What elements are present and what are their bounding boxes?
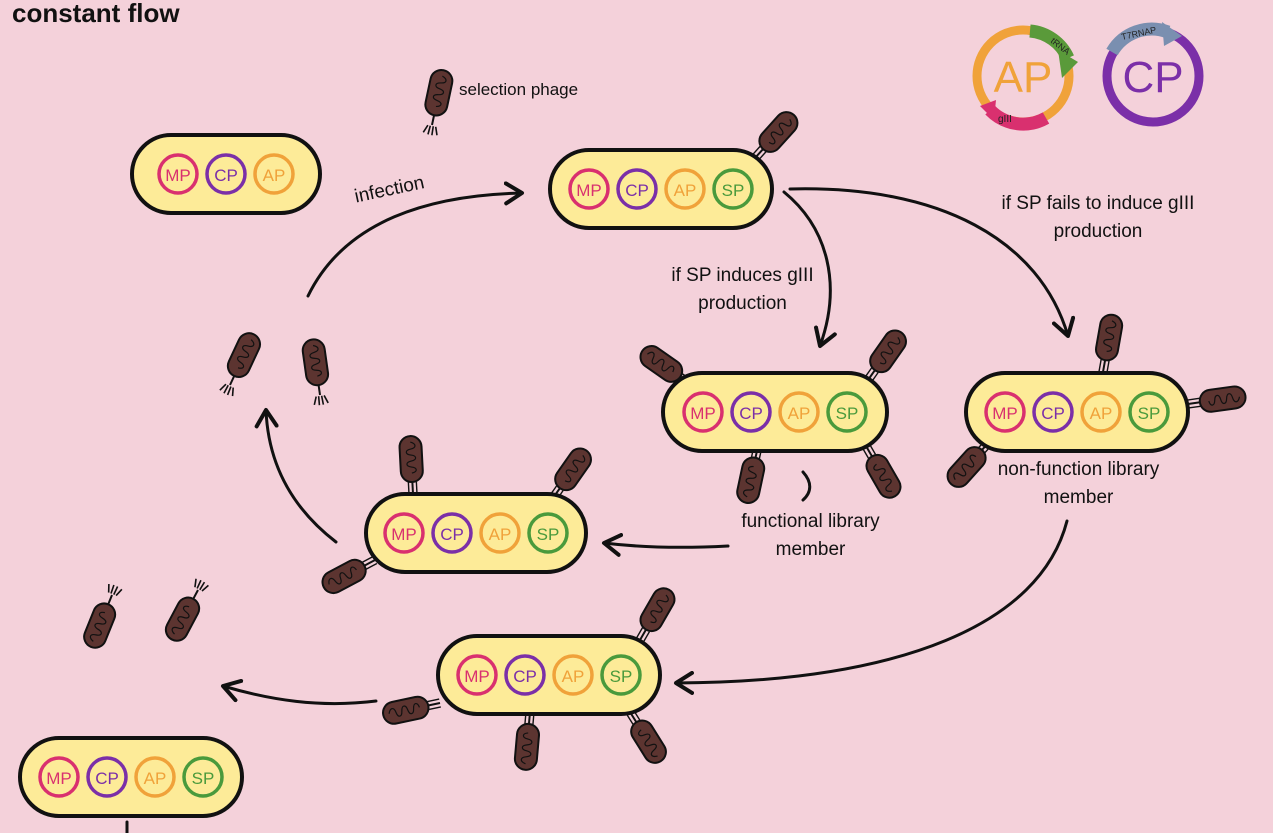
- nonfunction-arrow: [674, 519, 1069, 695]
- induce-arrow: [782, 190, 837, 348]
- attached-phage-icon: [317, 549, 382, 598]
- mp-plasmid: [568, 168, 610, 210]
- fail-arrow: [788, 187, 1076, 338]
- selection-phage-label: selection phage: [459, 80, 579, 99]
- ap-plasmid-label: AP: [1090, 404, 1113, 423]
- cp-plasmid: [1032, 391, 1074, 433]
- functional-label: functional library member: [741, 511, 880, 560]
- ap-plasmid: [253, 153, 295, 195]
- infection-arrow: [306, 181, 524, 298]
- released-phage-icon: [214, 328, 265, 400]
- cell-producing: [364, 492, 588, 574]
- attached-phage-icon: [629, 583, 680, 647]
- cp-plasmid-label: CP: [95, 769, 119, 788]
- ap-plasmid-label: AP: [489, 525, 512, 544]
- cell-washout: [18, 736, 244, 818]
- cell-functional: [661, 371, 889, 453]
- mp-plasmid-label: MP: [391, 525, 417, 544]
- functional-bracket: [801, 470, 812, 502]
- cp-plasmid-label: CP: [625, 181, 649, 200]
- ap-plasmid-label: AP: [263, 166, 286, 185]
- cp-plasmid: [86, 756, 128, 798]
- mp-plasmid: [38, 756, 80, 798]
- ap-plasmid: [778, 391, 820, 433]
- ap-plasmid: [134, 756, 176, 798]
- sp-plasmid-label: SP: [537, 525, 560, 544]
- ap-plasmid-label: AP: [788, 404, 811, 423]
- fails-label: if SP fails to induce gIII production: [1001, 193, 1195, 242]
- cp-plasmid-label: CP: [440, 525, 464, 544]
- ap-plasmid: [1080, 391, 1122, 433]
- mp-plasmid-label: MP: [46, 769, 72, 788]
- cp-plasmid: [730, 391, 772, 433]
- attached-phage-icon: [512, 710, 542, 772]
- sp-plasmid: [600, 654, 642, 696]
- cp-plasmid-label: CP: [1041, 404, 1065, 423]
- ap-plasmid: [552, 654, 594, 696]
- mp-plasmid-label: MP: [992, 404, 1018, 423]
- sp-plasmid-label: SP: [192, 769, 215, 788]
- diagram-title: constant flow: [12, 0, 180, 28]
- sp-plasmid: [712, 168, 754, 210]
- ap-legend-label: AP: [994, 53, 1053, 102]
- sp-plasmid: [1128, 391, 1170, 433]
- mp-plasmid: [682, 391, 724, 433]
- mp-plasmid-label: MP: [165, 166, 191, 185]
- cp-plasmid: [431, 512, 473, 554]
- cp-plasmid-label: CP: [513, 667, 537, 686]
- cp-plasmid-label: CP: [214, 166, 238, 185]
- attached-phage-icon: [1091, 311, 1125, 375]
- sp-plasmid: [182, 756, 224, 798]
- ap-plasmid-legend: AP tRNA gIII: [972, 24, 1078, 131]
- released-phage-icon: [300, 337, 334, 408]
- release-arrow: [254, 408, 338, 544]
- cell-infected: [548, 148, 774, 230]
- sp-plasmid-label: SP: [836, 404, 859, 423]
- ap-plasmid-label: AP: [674, 181, 697, 200]
- cell-nonfunction: [964, 371, 1190, 453]
- ap-plasmid-label: AP: [144, 769, 167, 788]
- attached-phage-icon: [379, 691, 444, 727]
- cp-plasmid: [504, 654, 546, 696]
- cp-legend-label: CP: [1122, 53, 1183, 102]
- washout-phage-icon: [160, 575, 214, 646]
- cell-diluted: [436, 634, 662, 716]
- selection-phage-icon: [418, 66, 456, 139]
- sp-plasmid-label: SP: [1138, 404, 1161, 423]
- cp-plasmid-legend: CP T7RNAP: [1102, 22, 1204, 127]
- mp-plasmid: [157, 153, 199, 195]
- mp-plasmid: [383, 512, 425, 554]
- sp-plasmid: [826, 391, 868, 433]
- ap-plasmid: [664, 168, 706, 210]
- svg-text:T7RNAP: T7RNAP: [1120, 25, 1157, 42]
- sp-plasmid-label: SP: [610, 667, 633, 686]
- mp-plasmid-label: MP: [690, 404, 716, 423]
- cp-plasmid-label: CP: [739, 404, 763, 423]
- mp-plasmid-label: MP: [576, 181, 602, 200]
- mp-plasmid-label: MP: [464, 667, 490, 686]
- washout-phage-icon: [79, 580, 127, 653]
- sp-plasmid: [527, 512, 569, 554]
- mp-plasmid: [984, 391, 1026, 433]
- ap-plasmid-label: AP: [562, 667, 585, 686]
- svg-text:gIII: gIII: [998, 114, 1012, 125]
- ap-plasmid: [479, 512, 521, 554]
- attached-phage-icon: [397, 434, 425, 496]
- cp-plasmid: [616, 168, 658, 210]
- sp-plasmid-label: SP: [722, 181, 745, 200]
- attached-phage-icon: [1185, 384, 1248, 416]
- functional-arrow: [602, 533, 730, 557]
- washout-arrow: [221, 678, 378, 706]
- mp-plasmid: [456, 654, 498, 696]
- nonfunction-label: non-function library member: [997, 459, 1160, 508]
- induces-label: if SP induces gIII production: [671, 265, 814, 314]
- cp-plasmid: [205, 153, 247, 195]
